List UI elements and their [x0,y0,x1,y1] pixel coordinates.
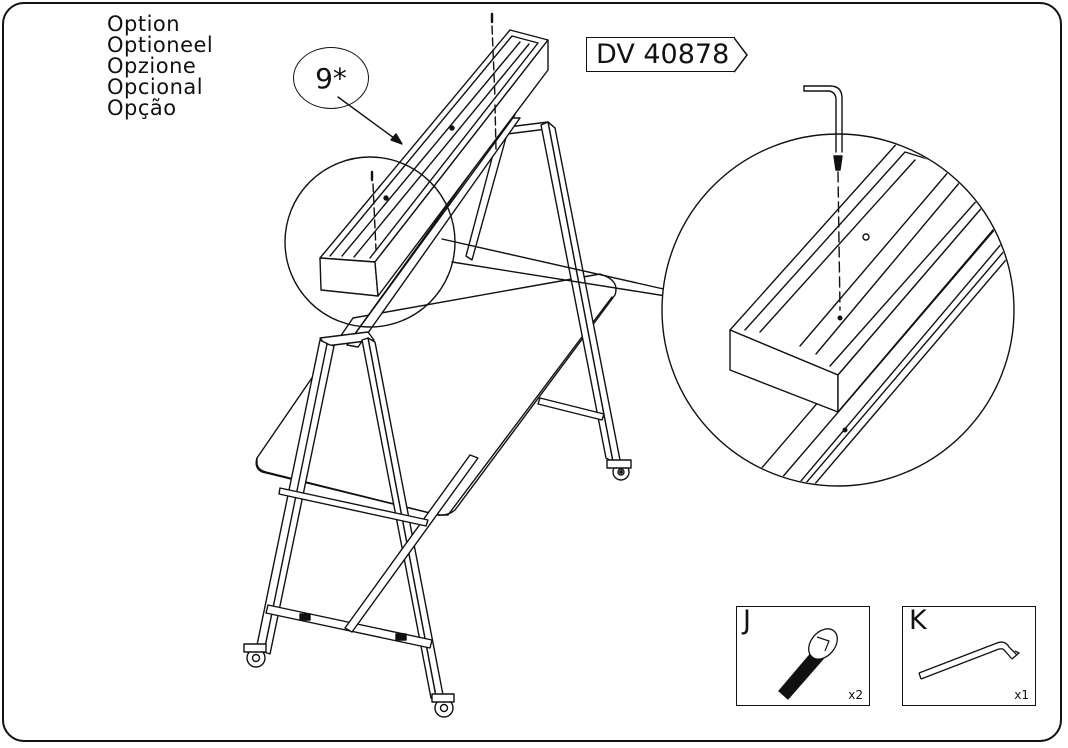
detail-view [661,85,1015,487]
bolt-icon [778,628,838,700]
option-label: Optioneel [107,33,214,57]
shelf-box [319,12,549,297]
rear-frame [465,121,632,481]
model-code: DV 40878 [586,37,736,72]
hardware-letter: K [909,605,927,636]
hardware-quantity: x2 [848,688,863,702]
option-label: Option [107,12,181,36]
part-number-callout: 9* [293,47,369,109]
hardware-box-k: K x1 [902,605,1036,706]
model-code-tag: DV 40878 [586,37,749,73]
hardware-box-j: J x2 [736,605,870,706]
front-frame [243,331,479,718]
allen-key-icon [918,641,1021,680]
part-number: 9* [315,61,347,95]
option-label: Opzione [107,54,197,78]
option-label-list: Option Optioneel Opzione Opcional Opção [107,14,213,119]
hardware-quantity: x1 [1014,688,1029,702]
option-label: Opção [107,96,177,120]
hardware-letter: J [743,605,751,636]
option-label: Opcional [107,75,204,99]
